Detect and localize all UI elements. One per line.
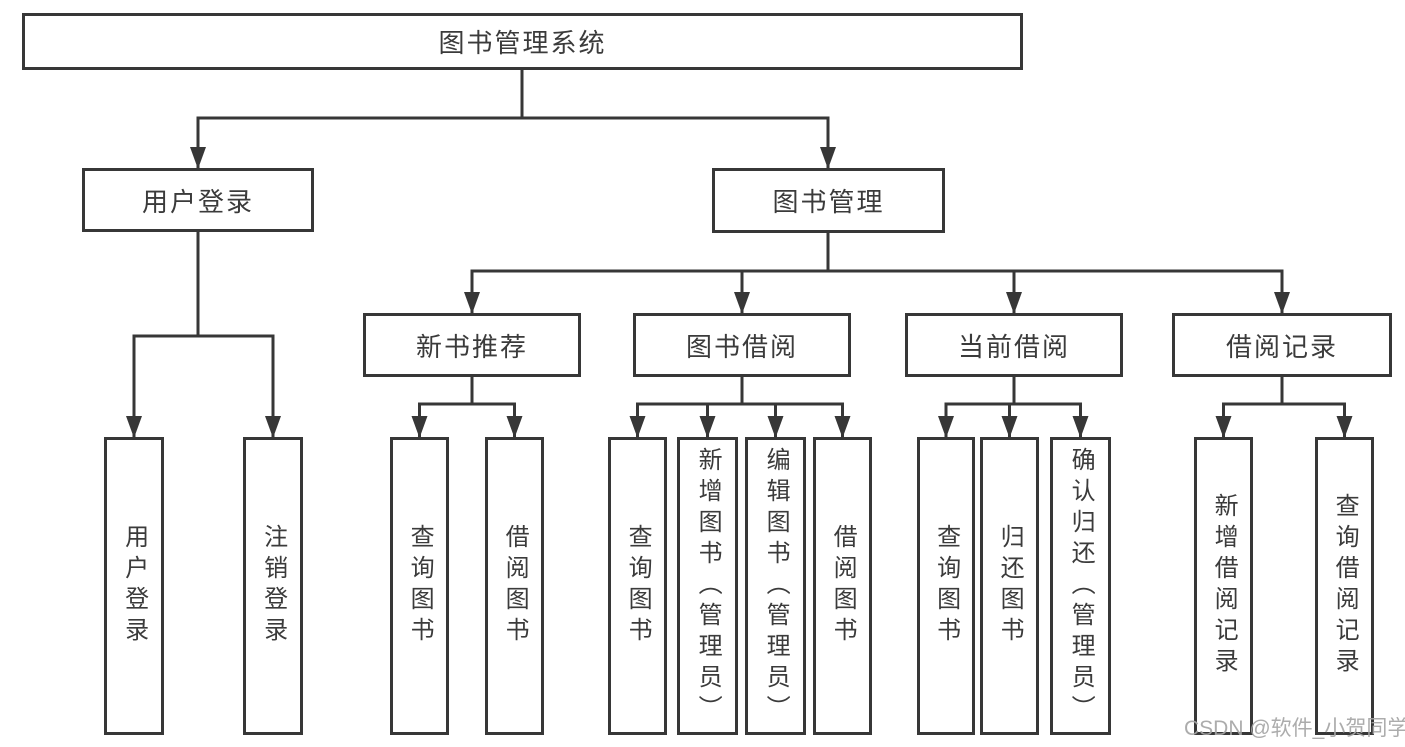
node-label: 用户登录: [141, 186, 254, 217]
leaf-edit-book-admin: 编辑图书（管理员）: [745, 437, 806, 735]
csdn-watermark: CSDN @软件_小贺同学: [1184, 717, 1405, 740]
node-book-management: 图书管理: [712, 168, 945, 233]
node-label: 查询借阅记录: [1331, 493, 1359, 679]
leaf-query-books-current: 查询图书: [917, 437, 975, 735]
leaf-user-login: 用户登录: [104, 437, 164, 735]
node-book-borrowing: 图书借阅: [633, 313, 851, 377]
leaf-logout: 注销登录: [243, 437, 303, 735]
node-new-book-recommendation: 新书推荐: [363, 313, 581, 377]
node-label: 编辑图书（管理员）: [762, 446, 790, 726]
leaf-query-borrow-record: 查询借阅记录: [1315, 437, 1374, 735]
leaf-return-book: 归还图书: [980, 437, 1039, 735]
leaf-add-book-admin: 新增图书（管理员）: [677, 437, 738, 735]
node-library-management-system: 图书管理系统: [22, 13, 1023, 70]
node-current-borrowing: 当前借阅: [905, 313, 1123, 377]
node-label: 借阅图书: [829, 524, 857, 648]
node-label: 用户登录: [120, 524, 148, 648]
node-label: 图书管理系统: [438, 28, 607, 58]
leaf-borrow-books-recommendation: 借阅图书: [485, 437, 544, 735]
node-label: 借阅记录: [1225, 331, 1338, 362]
leaf-borrow-books: 借阅图书: [813, 437, 872, 735]
node-label: 归还图书: [996, 524, 1024, 648]
node-label: 查询图书: [624, 524, 652, 648]
leaf-add-borrow-record: 新增借阅记录: [1194, 437, 1253, 735]
node-label: 新书推荐: [415, 331, 528, 362]
node-label: 借阅图书: [501, 524, 529, 648]
node-label: 图书借阅: [685, 331, 798, 362]
node-label: 查询图书: [932, 524, 960, 648]
node-label: 当前借阅: [957, 331, 1070, 362]
node-label: 查询图书: [406, 524, 434, 648]
node-label: 新增借阅记录: [1210, 493, 1238, 679]
leaf-query-books-borrowing: 查询图书: [608, 437, 667, 735]
node-label: 注销登录: [259, 524, 287, 648]
leaf-confirm-return-admin: 确认归还（管理员）: [1050, 437, 1111, 735]
node-label: 新增图书（管理员）: [694, 446, 722, 726]
node-label: 确认归还（管理员）: [1067, 446, 1095, 726]
leaf-query-books-recommendation: 查询图书: [390, 437, 449, 735]
node-borrowing-records: 借阅记录: [1172, 313, 1392, 377]
node-user-login: 用户登录: [82, 168, 314, 232]
node-label: 图书管理: [772, 187, 885, 217]
